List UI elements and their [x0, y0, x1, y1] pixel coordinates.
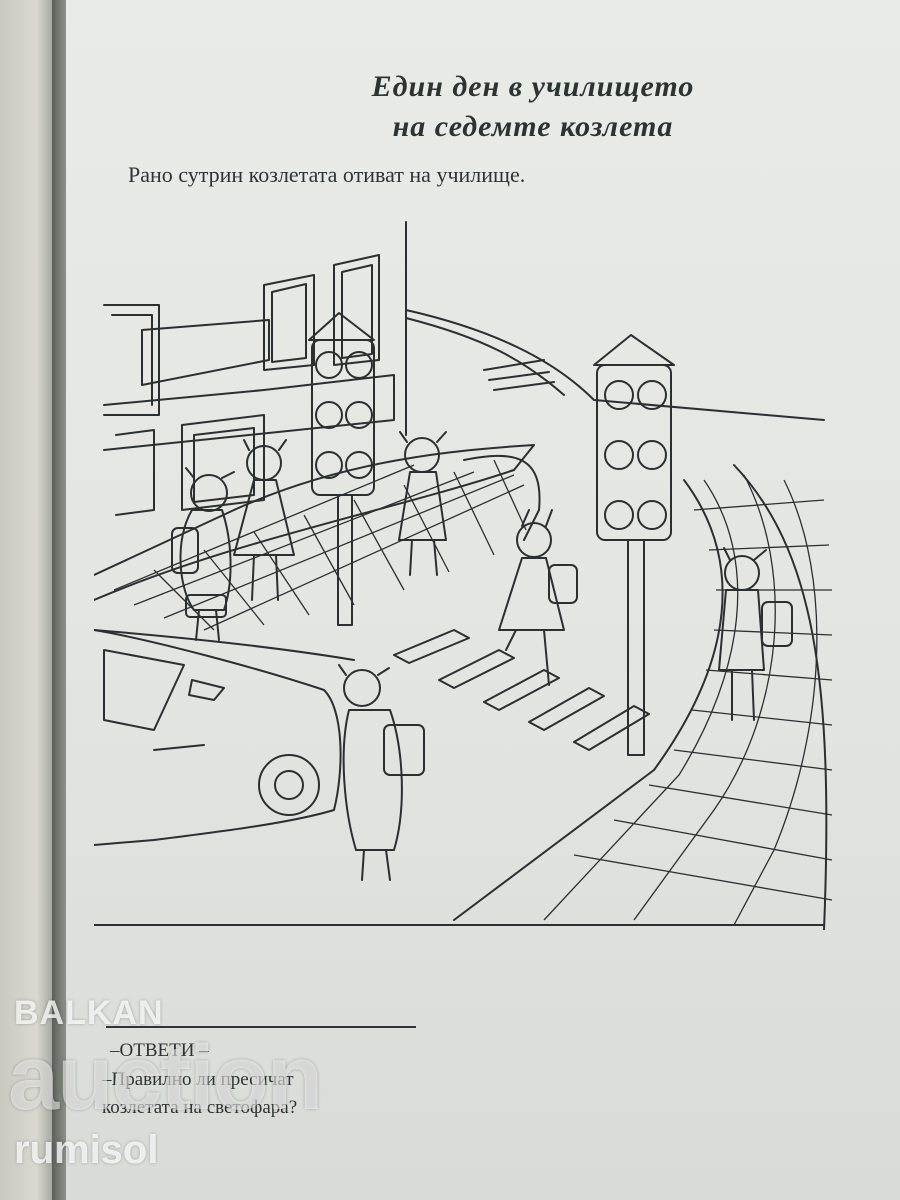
answers-question-line-2: козлетата на светофара?	[102, 1097, 298, 1118]
traffic-light-right	[593, 334, 675, 756]
building-drawing	[103, 221, 825, 516]
right-sidewalk-grid	[453, 464, 833, 930]
answers-question-line-1: –Правилно ли пресичат	[102, 1069, 294, 1090]
traffic-light-left	[308, 312, 375, 626]
title-line-2: на седемте козлета	[392, 110, 674, 143]
goat-kids	[171, 431, 793, 881]
watermark-line-1: BALKAN	[14, 994, 164, 1032]
title-line-1: Един ден в училището	[371, 70, 695, 103]
facing-page-edge	[0, 0, 52, 1200]
street-crossing-illustration	[94, 221, 833, 930]
car-drawing	[94, 629, 342, 846]
watermark-line-3: rumisol	[14, 1128, 159, 1172]
book-page: Един ден в училището на седемте козлета …	[66, 0, 900, 1200]
crosswalk	[393, 629, 650, 751]
watermark-line-2: auction	[8, 1027, 323, 1129]
answers-divider	[106, 1026, 416, 1028]
answers-question: –Правилно ли пресичат козлетата на свето…	[102, 1066, 297, 1122]
book-gutter	[52, 0, 66, 1200]
answers-heading: –ОТВЕТИ –	[110, 1040, 209, 1061]
intro-text: Рано сутрин козлетата отиват на училище.	[128, 162, 526, 187]
left-sidewalk-grid	[94, 444, 541, 661]
